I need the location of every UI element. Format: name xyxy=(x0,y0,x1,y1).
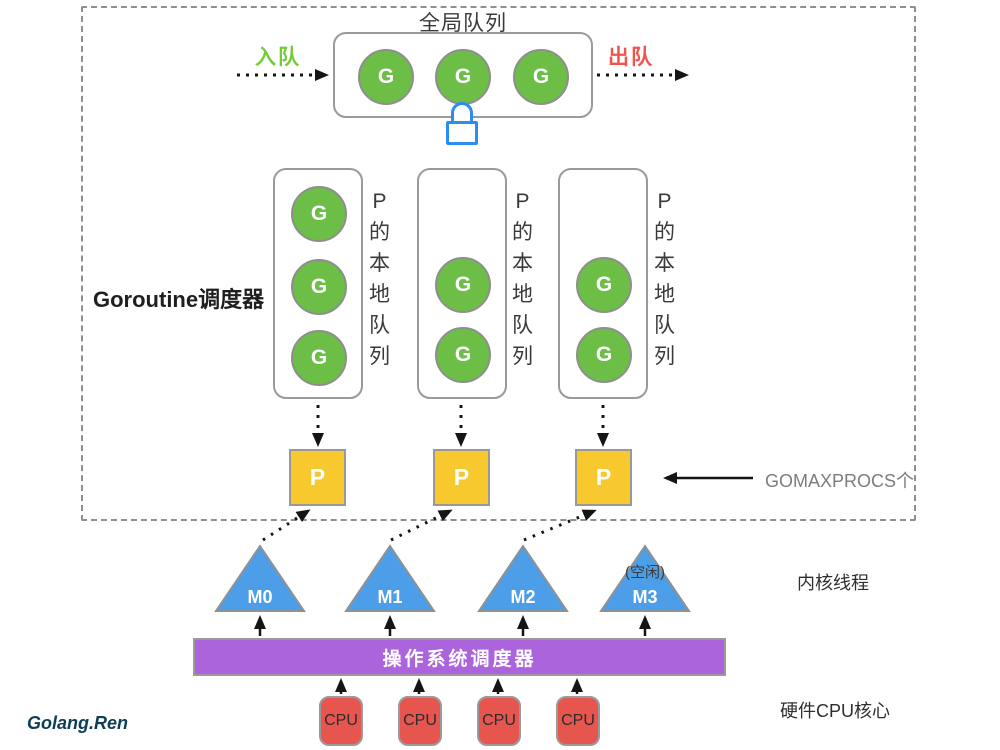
goroutine-scheduler-label: Goroutine调度器 xyxy=(93,287,265,312)
local-queue-3: G G xyxy=(558,168,648,399)
thread-m2: M2 xyxy=(477,543,569,613)
kernel-threads-label: 内核线程 xyxy=(797,573,869,593)
goroutine-circle: G xyxy=(358,49,414,105)
triangle-shape xyxy=(344,544,436,612)
hardware-cpu-label: 硬件CPU核心 xyxy=(780,701,891,721)
local-queue-2: G G xyxy=(417,168,507,399)
processor-p3: P xyxy=(575,449,632,506)
thread-label: M1 xyxy=(377,587,403,607)
goroutine-circle: G xyxy=(576,327,632,383)
thread-label: M3 xyxy=(632,587,658,607)
triangle-shape xyxy=(214,544,306,612)
triangle-shape xyxy=(477,544,569,612)
thread-m1: M1 xyxy=(344,543,436,613)
enqueue-label: 入队 xyxy=(255,46,301,69)
processor-p1: P xyxy=(289,449,346,506)
global-queue-box: G G G xyxy=(333,32,593,118)
goroutine-circle: G xyxy=(513,49,569,105)
goroutine-circle: G xyxy=(435,327,491,383)
local-queue-1-side-label: P的本地队列 xyxy=(369,190,390,368)
thread-m0: M0 xyxy=(214,543,306,613)
cpu-core-3: CPU xyxy=(477,696,521,746)
global-queue-title: 全局队列 xyxy=(419,12,507,35)
local-queue-3-side-label: P的本地队列 xyxy=(654,190,675,368)
thread-idle-note: (空闲) xyxy=(625,564,665,581)
triangle-shape xyxy=(599,544,691,612)
lock-icon xyxy=(446,102,478,145)
brand-logo: Golang.Ren xyxy=(27,713,129,733)
thread-label: M0 xyxy=(247,587,273,607)
thread-label: M2 xyxy=(510,587,536,607)
os-scheduler-bar: 操作系统调度器 xyxy=(193,638,726,676)
local-queue-1: G G G xyxy=(273,168,363,399)
dequeue-label: 出队 xyxy=(608,46,654,69)
goroutine-circle: G xyxy=(291,259,347,315)
gomaxprocs-label: GOMAXPROCS个 xyxy=(765,471,915,491)
cpu-core-2: CPU xyxy=(398,696,442,746)
local-queue-2-side-label: P的本地队列 xyxy=(512,190,533,368)
goroutine-circle: G xyxy=(576,257,632,313)
thread-m3: (空闲) M3 xyxy=(599,543,691,613)
lock-body xyxy=(446,121,478,145)
cpu-core-1: CPU xyxy=(319,696,363,746)
goroutine-circle: G xyxy=(291,186,347,242)
cpu-core-4: CPU xyxy=(556,696,600,746)
processor-p2: P xyxy=(433,449,490,506)
goroutine-circle: G xyxy=(435,257,491,313)
goroutine-circle: G xyxy=(291,330,347,386)
goroutine-circle: G xyxy=(435,49,491,105)
scheduler-boundary-box xyxy=(81,6,916,521)
lock-shackle xyxy=(451,102,473,127)
